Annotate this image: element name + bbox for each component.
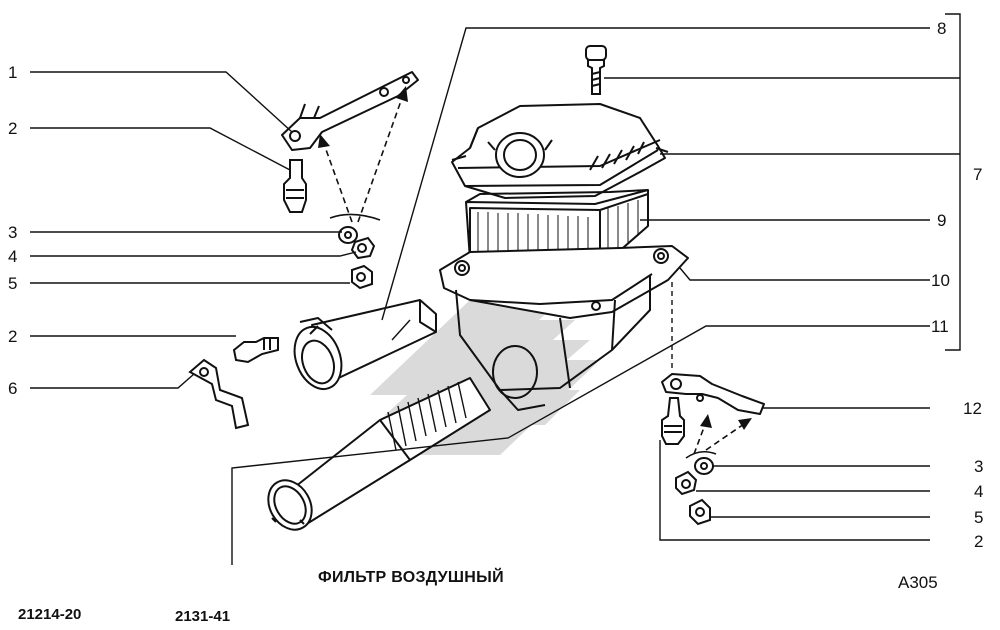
model-number-2: 2131-41 bbox=[175, 608, 231, 625]
callout-label: 5 bbox=[8, 274, 17, 293]
callout-label: 9 bbox=[937, 211, 946, 230]
left-arrowheads bbox=[318, 86, 408, 148]
callout-label: 1 bbox=[8, 63, 17, 82]
small-bracket bbox=[188, 358, 250, 430]
right-washer-nuts bbox=[675, 457, 714, 526]
air-filter-assembly bbox=[267, 103, 689, 531]
diagram-title: ФИЛЬТР ВОЗДУШНЫЙ bbox=[318, 569, 504, 586]
callout-label: 2 bbox=[8, 119, 17, 138]
left-washer-nuts bbox=[338, 226, 376, 290]
left-bracket bbox=[281, 71, 419, 151]
intake-hose bbox=[267, 377, 491, 531]
callout-label: 4 bbox=[8, 247, 17, 266]
right-dashed-arrows bbox=[685, 421, 745, 459]
left-dashed-arrows bbox=[323, 97, 403, 223]
callout-label: 5 bbox=[974, 508, 983, 527]
intake-pipe bbox=[293, 299, 437, 390]
filter-housing bbox=[439, 245, 689, 411]
mid-stud bbox=[232, 337, 279, 364]
callout-label: 3 bbox=[8, 223, 17, 242]
left-stud bbox=[283, 159, 307, 213]
callout-label: 8 bbox=[937, 19, 946, 38]
top-screw bbox=[585, 45, 607, 95]
callout-label: 11 bbox=[931, 317, 949, 336]
callout-label: 6 bbox=[8, 379, 17, 398]
callout-label: 12 bbox=[963, 399, 982, 418]
filter-cover bbox=[451, 103, 669, 199]
callouts-left: 1 2 3 4 5 2 6 bbox=[8, 63, 17, 398]
watermark-logo bbox=[370, 300, 600, 455]
diagram-code: A305 bbox=[898, 573, 938, 592]
callout-label: 3 bbox=[974, 457, 983, 476]
right-bracket bbox=[661, 373, 765, 415]
callout-label: 10 bbox=[931, 271, 950, 290]
model-number-1: 21214-20 bbox=[18, 606, 82, 623]
callout-label: 4 bbox=[974, 482, 983, 501]
right-arrowheads bbox=[700, 414, 752, 430]
callout-label: 7 bbox=[973, 165, 982, 184]
right-stud bbox=[661, 397, 685, 445]
callouts-right: 8 7 9 10 11 12 3 4 5 2 bbox=[931, 19, 983, 551]
callout-label: 2 bbox=[974, 532, 983, 551]
leader-lines bbox=[30, 13, 961, 565]
callout-label: 2 bbox=[8, 327, 17, 346]
